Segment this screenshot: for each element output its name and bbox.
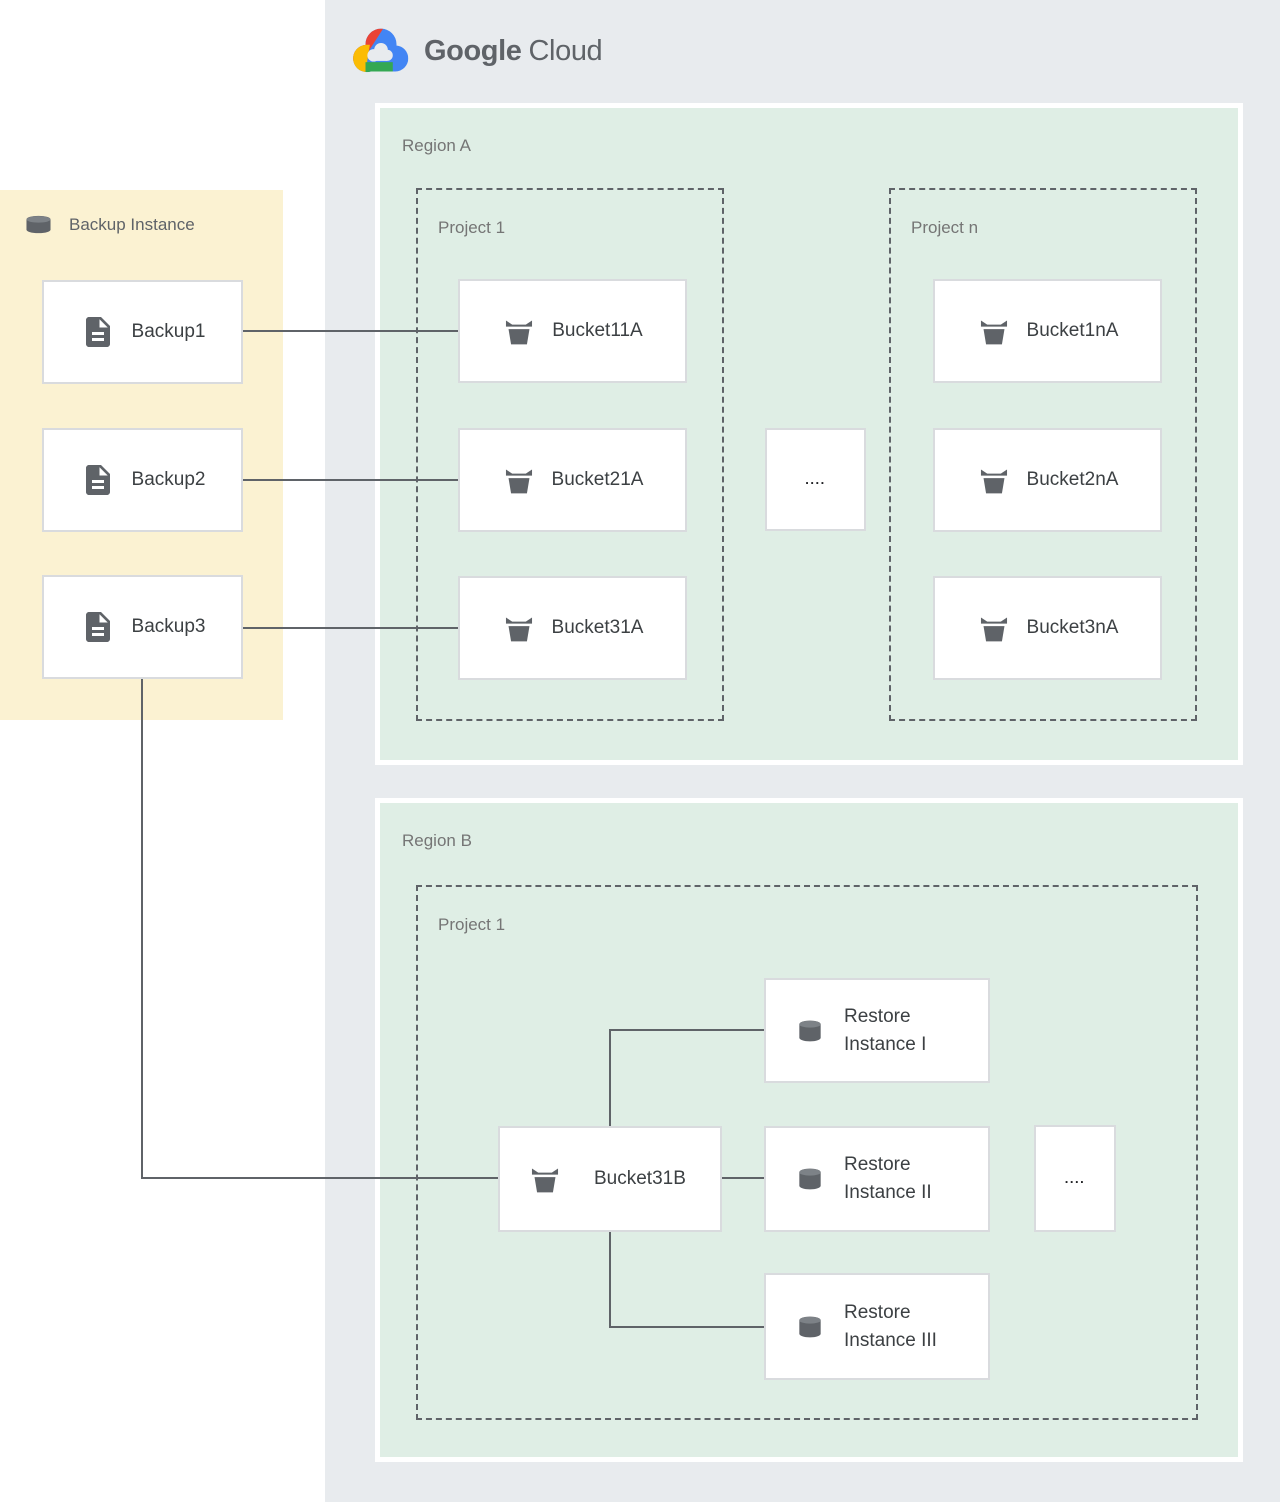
region-b-label: Region B <box>402 831 472 850</box>
region-a-project-n-label: Project n <box>911 218 979 237</box>
node-restore-instance-2: Restore Instance II <box>764 1126 990 1232</box>
node-bucket2na: Bucket2nA <box>933 428 1162 532</box>
connector-backup3-bucket31b-horizontal <box>141 1177 498 1179</box>
node-ellipsis-region-b: .... <box>1034 1125 1116 1232</box>
connector-backup3-bucket31a <box>243 627 458 629</box>
node-ellipsis-region-a: .... <box>765 428 866 531</box>
ellipsis-text: .... <box>805 472 826 487</box>
node-label: Restore Instance II <box>844 1154 932 1203</box>
logo-brand-text: Google <box>424 34 522 67</box>
logo-product-text: Cloud <box>528 34 603 67</box>
region-a-label: Region A <box>402 136 471 155</box>
node-restore-instance-3: Restore Instance III <box>764 1273 990 1380</box>
google-cloud-logo-icon <box>350 26 412 76</box>
connector-bucket31b-restore1-horizontal <box>609 1029 766 1031</box>
database-icon <box>794 1015 826 1047</box>
bucket-icon <box>977 611 1011 645</box>
connector-bucket31b-restore3-horizontal <box>609 1326 766 1328</box>
node-bucket31b: Bucket31B <box>498 1126 722 1232</box>
node-label: Backup1 <box>131 321 206 342</box>
node-restore-instance-1: Restore Instance I <box>764 978 990 1083</box>
node-bucket31a: Bucket31A <box>458 576 687 680</box>
bucket-icon <box>528 1162 562 1196</box>
node-label: Backup3 <box>131 616 206 637</box>
bucket-icon <box>977 463 1011 497</box>
node-label: Bucket31B <box>594 1168 686 1189</box>
file-icon <box>80 462 116 498</box>
connector-backup3-bucket31b-vertical <box>141 679 143 1179</box>
node-backup2: Backup2 <box>42 428 243 532</box>
connector-bucket31b-restore3-vertical <box>609 1232 611 1328</box>
node-backup1: Backup1 <box>42 280 243 384</box>
file-icon <box>80 609 116 645</box>
node-label: Bucket21A <box>551 469 644 490</box>
database-icon <box>794 1311 826 1343</box>
bucket-icon <box>977 314 1011 348</box>
node-label: Backup2 <box>131 469 206 490</box>
connector-backup1-bucket11a <box>243 330 458 332</box>
bucket-icon <box>502 314 536 348</box>
region-a-project-1-label: Project 1 <box>438 218 506 237</box>
ellipsis-text: .... <box>1064 1171 1086 1186</box>
region-a-project-n: Project n <box>889 188 1197 721</box>
bucket-icon <box>502 463 536 497</box>
file-icon <box>80 314 116 350</box>
connector-bucket31b-restore1-vertical <box>609 1031 611 1126</box>
region-b-project-1: Project 1 <box>416 885 1198 1420</box>
database-icon <box>794 1163 826 1195</box>
node-label: Bucket2nA <box>1026 469 1119 490</box>
node-bucket1na: Bucket1nA <box>933 279 1162 383</box>
region-b-project-1-label: Project 1 <box>438 915 506 934</box>
database-icon <box>20 212 57 237</box>
backup-instance-header: Backup Instance <box>20 212 195 237</box>
node-label: Restore Instance I <box>844 1005 927 1055</box>
node-label: Bucket1nA <box>1026 320 1119 341</box>
bucket-icon <box>502 611 536 645</box>
connector-backup2-bucket21a <box>243 479 458 481</box>
node-bucket3na: Bucket3nA <box>933 576 1162 680</box>
backup-instance-title: Backup Instance <box>69 214 195 234</box>
node-label: Bucket31A <box>551 617 644 638</box>
node-backup3: Backup3 <box>42 575 243 679</box>
connector-bucket31b-restore2 <box>722 1177 764 1179</box>
node-label: Bucket3nA <box>1026 617 1119 638</box>
node-bucket21a: Bucket21A <box>458 428 687 532</box>
region-a-project-1: Project 1 <box>416 188 724 721</box>
node-label: Bucket11A <box>552 320 643 341</box>
node-label: Restore Instance III <box>844 1301 937 1351</box>
node-bucket11a: Bucket11A <box>458 279 687 383</box>
